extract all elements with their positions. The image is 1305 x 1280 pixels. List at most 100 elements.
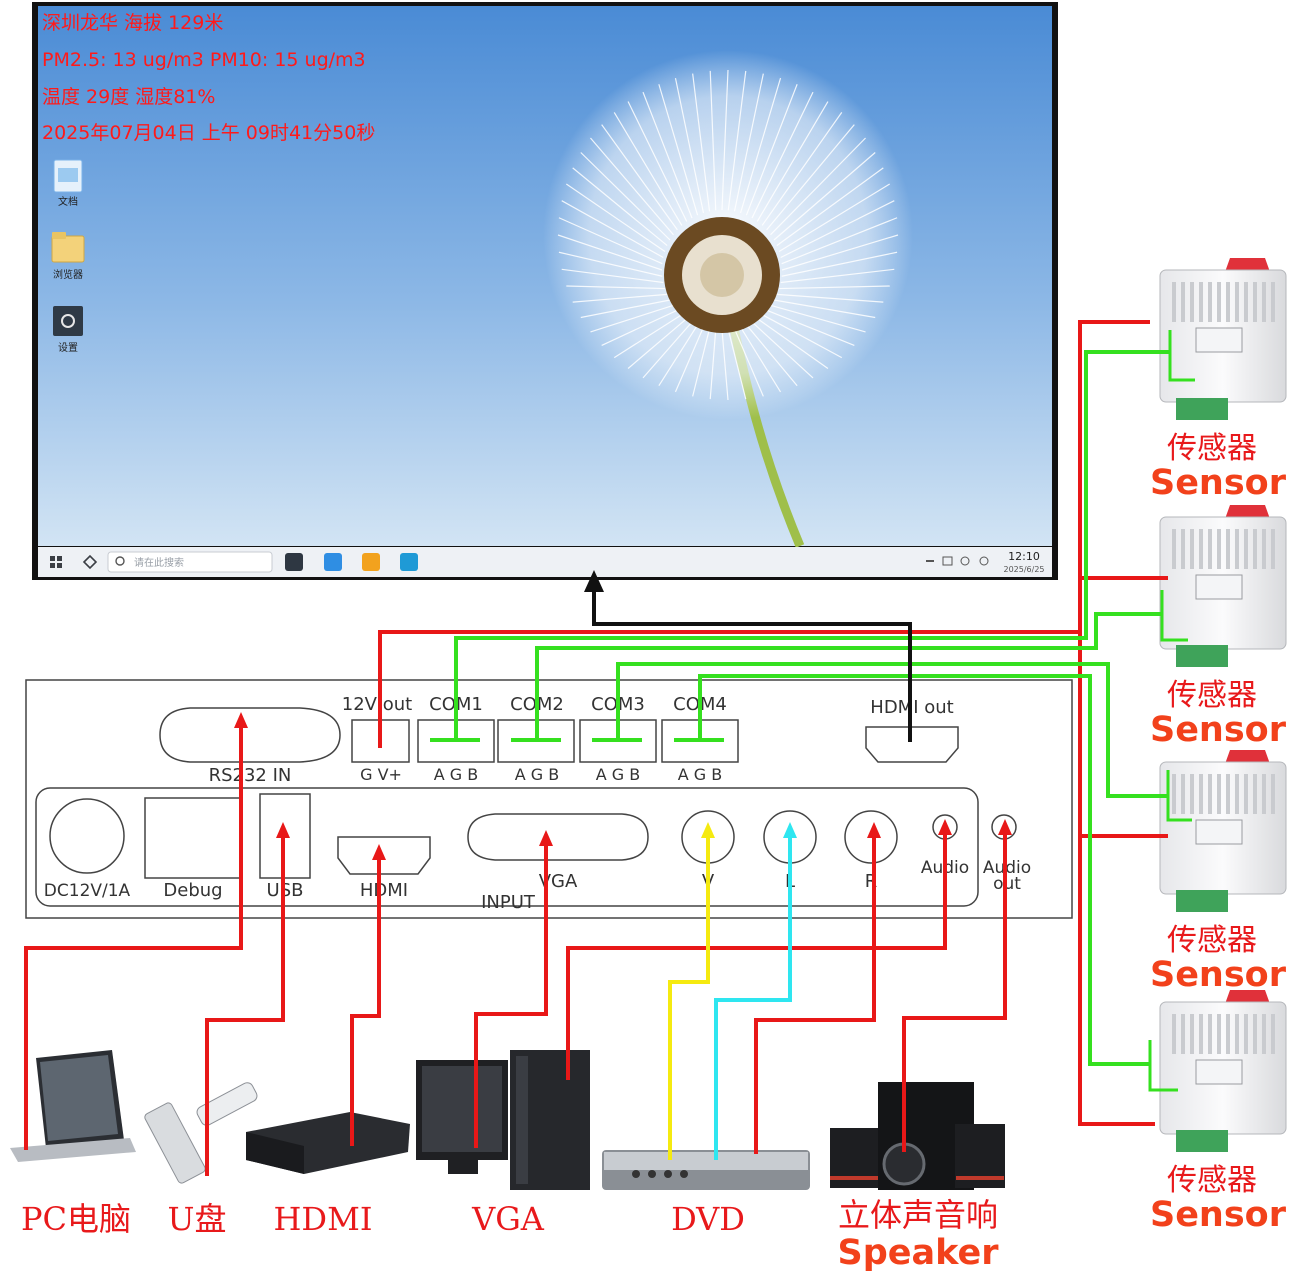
pc-label: PC电脑 <box>21 1200 131 1238</box>
hdmi-out-wire <box>592 586 912 742</box>
sensor-vent-slot <box>1244 529 1248 569</box>
sensor-terminal-block <box>1176 398 1228 420</box>
sensor-vent-slot <box>1217 774 1221 814</box>
vga-label: VGA <box>539 871 578 892</box>
monitor: 文档 浏览器 设置 深圳龙华 海拔 129米 PM2.5: 13 ug/m3 P… <box>32 2 1058 580</box>
sensor-vent-slot <box>1235 774 1239 814</box>
desktop-icons: 文档 浏览器 设置 <box>51 159 85 354</box>
sensor-vent-slot <box>1226 529 1230 569</box>
sensor-vent-slot <box>1208 1014 1212 1054</box>
hdmi-switch-image <box>246 1112 410 1174</box>
taskbar-app-browser-icon[interactable] <box>400 553 418 571</box>
power-out-label: 12V out <box>342 694 412 715</box>
taskbar: 请在此搜索 12:10 2025/6/25 <box>38 547 1052 577</box>
data-wire-com4 <box>674 674 1150 1066</box>
sensor-cn-label: 传感器 <box>1167 923 1257 958</box>
sensor-vent-slot <box>1244 1014 1248 1054</box>
search-icon <box>115 556 125 566</box>
sensor-vent-slot <box>1199 1014 1203 1054</box>
desktop-icon-label-documents: 文档 <box>58 195 78 208</box>
start-icon[interactable] <box>50 556 62 568</box>
sensor-vent-slot <box>1253 529 1257 569</box>
sensor-vent-slot <box>1262 529 1266 569</box>
vga-port <box>467 813 649 861</box>
settings-icon[interactable]: 设置 <box>53 306 83 354</box>
hdmi-in-port <box>337 836 431 875</box>
documents-icon[interactable]: 文档 <box>53 159 83 208</box>
sensor-vent-slot <box>1226 1014 1230 1054</box>
sensor-vent-slot <box>1208 282 1212 322</box>
input-section-outline <box>35 787 979 907</box>
com1-pins-label: A G B <box>434 765 479 784</box>
sensor-vent-slot <box>1217 1014 1221 1054</box>
overlay-datetime: 2025年07月04日 上午 09时41分50秒 <box>42 122 375 144</box>
overlay-air-quality: PM2.5: 13 ug/m3 PM10: 15 ug/m3 <box>42 49 366 71</box>
dandelion-image <box>543 50 913 548</box>
sensor-nameplate <box>1195 819 1243 845</box>
sensor-vent-slot <box>1253 774 1257 814</box>
data-wire-com3 <box>592 662 1168 798</box>
sensor-vent-slot <box>1244 282 1248 322</box>
desktop-icon-label-browser: 浏览器 <box>53 268 83 281</box>
input-label: INPUT <box>481 892 536 913</box>
vga-wire <box>474 838 548 1148</box>
taskbar-clock-date: 2025/6/25 <box>1003 565 1044 574</box>
hdmi-out-port <box>865 726 959 763</box>
usb-wire <box>205 830 285 1176</box>
rs232-port <box>159 707 341 763</box>
task-view-icon[interactable] <box>82 554 98 570</box>
sensor-vent-slot <box>1235 282 1239 322</box>
sensor-vent-slot <box>1262 774 1266 814</box>
power-wire-sensors <box>378 320 1168 1126</box>
sensor-vent-slot <box>1226 774 1230 814</box>
sensor-mount-clip <box>1225 258 1270 272</box>
speaker-image <box>830 1082 1005 1190</box>
sensor-nameplate <box>1195 327 1243 353</box>
sensor-vent-slot <box>1271 1014 1275 1054</box>
wire-arrowheads <box>234 712 1012 860</box>
device-back-panel <box>25 679 1073 919</box>
sensor-vent-slot <box>1181 774 1185 814</box>
debug-port <box>144 797 242 879</box>
sensor-terminal-block <box>1176 1130 1228 1152</box>
usb-disk-label: U盘 <box>168 1200 227 1238</box>
hdmi-in-label: HDMI <box>360 880 408 901</box>
taskbar-app-gallery-icon[interactable] <box>362 553 380 571</box>
sensor-vent-slot <box>1190 774 1194 814</box>
rs232-label: RS232 IN <box>209 765 292 786</box>
sensor-vent-slot <box>1181 282 1185 322</box>
taskbar-search-input[interactable] <box>107 551 273 573</box>
hdmi-device-label: HDMI <box>274 1200 373 1238</box>
sensor-en-label: Sensor <box>1150 463 1287 503</box>
sensor-mount-clip <box>1225 505 1270 519</box>
sensor-mount-clip <box>1225 990 1270 1004</box>
sensor-vent-slot <box>1271 774 1275 814</box>
hdmi-out-arrow <box>584 570 604 592</box>
taskbar-app-files-icon[interactable] <box>324 553 342 571</box>
sensor-vent-slot <box>1244 774 1248 814</box>
sensor-cn-label: 传感器 <box>1167 431 1257 466</box>
sensor-vent-slot <box>1199 774 1203 814</box>
debug-label: Debug <box>163 880 222 901</box>
audio-right-wire <box>754 830 876 1154</box>
sensor-vent-slot <box>1208 774 1212 814</box>
vga-computer-image <box>416 1050 590 1190</box>
speaker-en-label: Speaker <box>838 1233 1000 1273</box>
dc-label: DC12V/1A <box>44 881 131 901</box>
sensor-terminal-block <box>1176 890 1228 912</box>
sensor-vent-slot <box>1226 282 1230 322</box>
sensor-vent-slot <box>1253 282 1257 322</box>
browser-folder-icon[interactable]: 浏览器 <box>51 232 85 281</box>
sensor-vent-slot <box>1181 1014 1185 1054</box>
data-wire-com2 <box>511 612 1162 742</box>
sensor-vent-slot <box>1208 529 1212 569</box>
sensor-en-label: Sensor <box>1150 1195 1287 1235</box>
sensor-en-label: Sensor <box>1150 955 1287 995</box>
sensor-vent-slot <box>1190 282 1194 322</box>
panel-labels: RS232 IN 12V out G V+ COM1 COM2 COM3 COM… <box>44 694 1031 913</box>
taskbar-app-terminal-icon[interactable] <box>285 553 303 571</box>
sensor-vent-slot <box>1262 282 1266 322</box>
